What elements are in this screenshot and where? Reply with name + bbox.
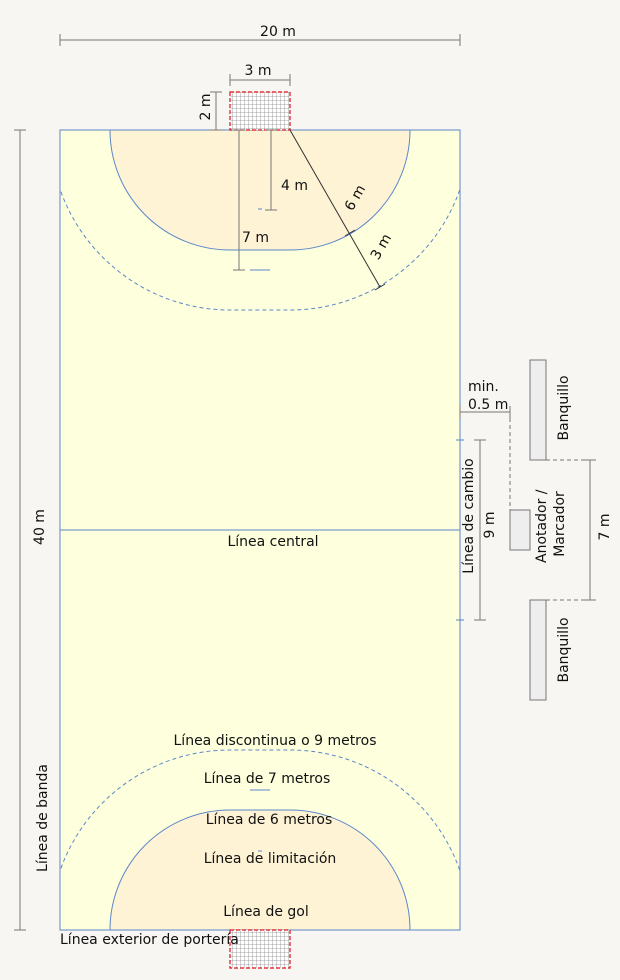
limit-line-label: Línea de limitación (204, 851, 337, 867)
bench-label-bottom: Banquillo (556, 617, 572, 682)
dim-seven-m-label: 7 m (242, 230, 269, 246)
bench-icon (529, 599, 547, 701)
dim-bench-gap-label: 7 m (597, 514, 613, 541)
outer-goal-line-label: Línea exterior de portería (60, 932, 239, 948)
dim-length-label: 40 m (32, 509, 48, 545)
goal-line-label: Línea de gol (223, 904, 309, 920)
dim-four-m-label: 4 m (281, 178, 308, 194)
dim-six-three-diagonal (289, 129, 381, 288)
goal-net-icon (229, 929, 291, 969)
nine-meter-line-top (60, 187, 460, 311)
seven-m-line-label: Línea de 7 metros (204, 771, 331, 787)
substitution-line-label: Línea de cambio (461, 458, 477, 573)
nine-meter-line-bottom (60, 749, 460, 873)
dim-nine-m-label: 9 m (482, 512, 498, 539)
scorer-label-text-2: Marcador (552, 491, 568, 557)
center-line-label: Línea central (227, 534, 318, 550)
dim-goal-width-label: 3 m (245, 63, 272, 79)
dashed-line-label: Línea discontinua o 9 metros (174, 733, 377, 749)
goal-net-icon (229, 91, 291, 131)
dim-goal-depth-label: 2 m (198, 94, 214, 121)
dim-bench-min-label-2: 0.5 m (468, 397, 508, 413)
scorer-label-text: Anotador / (534, 489, 550, 563)
dim-bench-min-label-1: min. (468, 379, 499, 395)
bench-label-top: Banquillo (556, 375, 572, 440)
goal-area-bottom (109, 809, 411, 930)
dim-width-label: 20 m (260, 24, 296, 40)
six-m-line-label: Línea de 6 metros (206, 812, 333, 828)
bench-icon (529, 359, 547, 461)
scorer-label: Anotador / Marcador (534, 485, 568, 563)
scorer-table-icon (509, 509, 531, 551)
side-line-label: Línea de banda (35, 764, 51, 872)
goal-area-top (109, 130, 411, 251)
